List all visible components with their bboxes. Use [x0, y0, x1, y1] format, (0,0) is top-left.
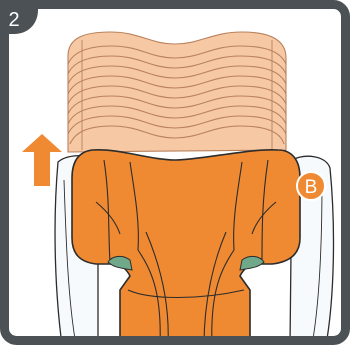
callout-label: B	[305, 177, 318, 198]
headrest-ghost-stack	[68, 32, 286, 152]
headrest-current	[72, 150, 300, 345]
step-number: 2	[8, 9, 19, 31]
lift-up-arrow	[22, 134, 62, 186]
